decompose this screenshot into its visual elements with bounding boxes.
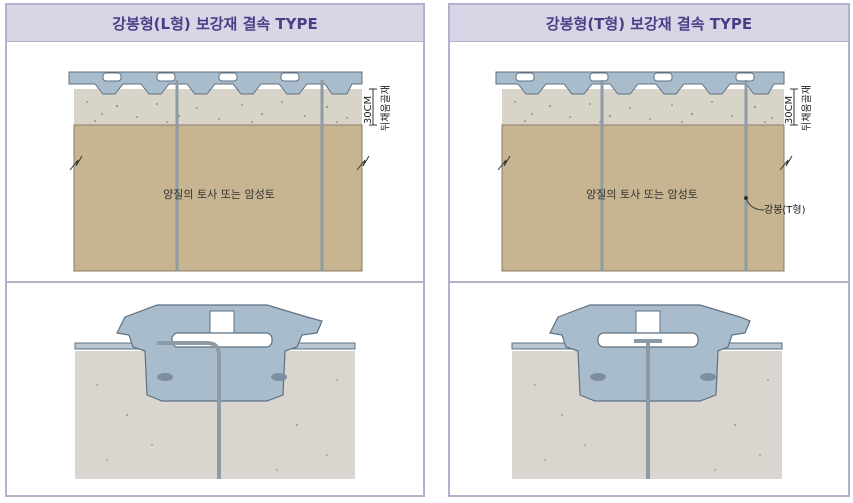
detail-diagram-l bbox=[74, 304, 356, 479]
detail-hole-left bbox=[157, 373, 173, 381]
detail-diagram-t bbox=[511, 304, 783, 479]
soil-layer bbox=[73, 124, 363, 272]
panel-title: 강봉형(T형) 보강재 결속 TYPE bbox=[450, 5, 848, 42]
steel-rods bbox=[175, 80, 324, 271]
break-marks bbox=[69, 155, 370, 171]
detail-hole-right bbox=[700, 373, 716, 381]
detail-hole-right bbox=[271, 373, 287, 381]
aggregate-texture bbox=[514, 101, 773, 123]
aggregate-label: 뒤채움골재 bbox=[380, 85, 392, 131]
cross-section-diagram-t: 30CM 뒤채움골재 양질의 토사 또는 암성토 강봉(T형) bbox=[495, 71, 813, 272]
detail-rod-l bbox=[157, 341, 221, 479]
depth-label: 30CM bbox=[363, 96, 374, 124]
detail-hole-left bbox=[590, 373, 606, 381]
rod-callout-line bbox=[745, 197, 765, 211]
depth-dimension bbox=[790, 88, 798, 126]
aggregate-label: 뒤채움골재 bbox=[801, 85, 813, 131]
cross-section-diagram-l: 30CM 뒤채움골재 양질의 토사 또는 암성토 bbox=[68, 71, 392, 272]
soil-layer bbox=[501, 124, 785, 272]
depth-dimension bbox=[369, 88, 377, 126]
rod-label: 강봉(T형) bbox=[764, 204, 806, 216]
soil-label: 양질의 토사 또는 암성토 bbox=[163, 188, 275, 201]
block-openings bbox=[102, 72, 300, 82]
steel-rods bbox=[600, 80, 748, 271]
panel-title: 강봉형(L형) 보강재 결속 TYPE bbox=[7, 5, 423, 42]
block-row bbox=[495, 71, 785, 95]
aggregate-texture bbox=[86, 101, 348, 123]
soil-label: 양질의 토사 또는 암성토 bbox=[586, 188, 698, 201]
aggregate-layer bbox=[502, 89, 784, 125]
panel-t-type: 강봉형(T형) 보강재 결속 TYPE bbox=[448, 3, 850, 497]
break-marks bbox=[497, 155, 793, 171]
section-divider bbox=[450, 281, 848, 283]
section-divider bbox=[7, 281, 423, 283]
depth-label: 30CM bbox=[784, 96, 795, 124]
panel-l-type: 강봉형(L형) 보강재 결속 TYPE bbox=[5, 3, 425, 497]
block-openings bbox=[515, 72, 755, 82]
